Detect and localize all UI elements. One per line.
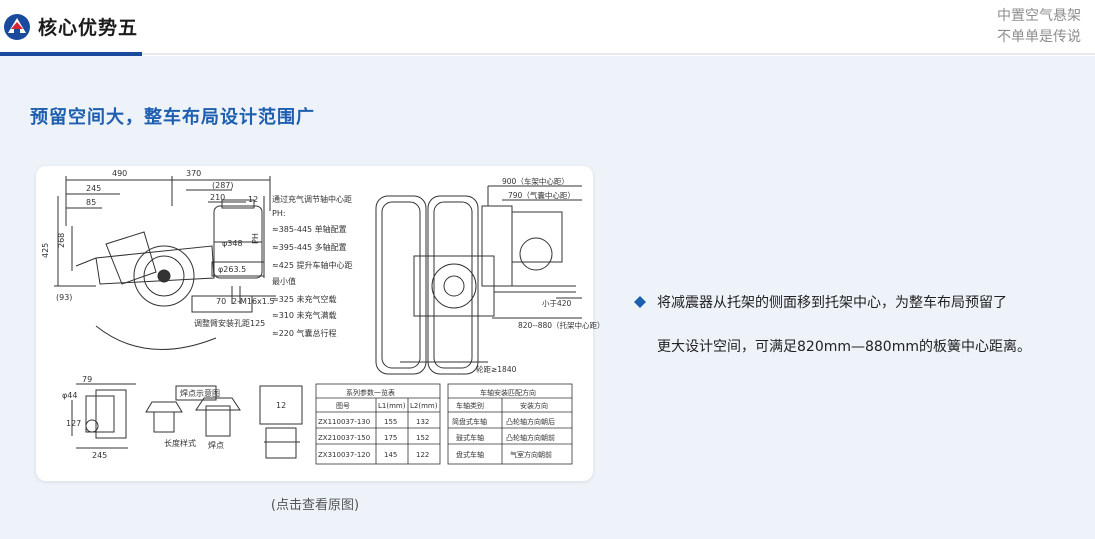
svg-text:370: 370 [186,169,201,178]
svg-text:φ348: φ348 [222,239,243,248]
param-table-title: 系列参数一览表 [346,388,395,397]
svg-text:245: 245 [86,184,101,193]
technical-drawing[interactable]: 490 370 245 85 (287) 210 12 425 268 (93)… [36,166,605,481]
svg-text:调整臂安装孔距125: 调整臂安装孔距125 [194,318,265,328]
svg-text:85: 85 [86,198,96,207]
param-cell: 175 [384,434,397,442]
svg-text:φ263.5: φ263.5 [218,265,246,274]
tagline-line-2: 不单单是传说 [997,29,1081,45]
param-cell: ZX210037-150 [318,434,370,442]
svg-text:PH: PH [251,233,260,244]
svg-text:210: 210 [210,193,225,202]
brand-logo-icon [4,14,30,40]
svg-text:12: 12 [276,401,286,410]
figure-card[interactable]: 490 370 245 85 (287) 210 12 425 268 (93)… [36,166,605,481]
svg-text:焊点示意图: 焊点示意图 [180,388,220,398]
param-cell: 152 [416,434,429,442]
tagline-line-1: 中置空气悬架 [997,8,1081,24]
svg-text:≈310 未充气满载: ≈310 未充气满载 [272,310,337,320]
page-header: 核心优势五 中置空气悬架 不单单是传说 [0,0,1095,56]
axle-cell: 凸轮轴方向朝前 [506,433,555,442]
svg-text:轮距≥1840: 轮距≥1840 [476,364,517,374]
svg-text:小于420: 小于420 [542,299,572,308]
axle-header-1: 安装方向 [520,401,548,410]
param-cell: ZX310037-120 [318,451,370,459]
svg-text:最小值: 最小值 [272,276,296,286]
param-cell: 132 [416,418,429,426]
svg-text:425: 425 [41,243,50,258]
description-line-2: 更大设计空间，可满足820mm—880mm的板簧中心距离。 [657,339,1031,355]
param-header-0: 图号 [336,402,350,410]
svg-text:490: 490 [112,169,127,178]
page-title: 核心优势五 [38,17,139,39]
svg-text:φ44: φ44 [62,391,77,400]
header-tagline: 中置空气悬架 不单单是传说 [997,6,1081,48]
view-original-link[interactable]: (点击查看原图) [270,498,360,513]
param-cell: ZX110037-130 [318,418,370,426]
svg-text:PH:: PH: [272,209,286,218]
svg-text:245: 245 [92,451,107,460]
header-accent-bar [0,52,142,56]
svg-text:79: 79 [82,375,92,384]
svg-text:(93): (93) [56,293,72,302]
param-cell: 145 [384,451,397,459]
svg-text:12: 12 [248,195,258,204]
svg-text:≈425 提升车轴中心距: ≈425 提升车轴中心距 [272,260,353,270]
svg-text:900（车架中心距）: 900（车架中心距） [502,176,569,186]
svg-text:通过充气调节轴中心距: 通过充气调节轴中心距 [272,194,352,204]
svg-text:70: 70 [216,297,226,306]
svg-text:焊点: 焊点 [208,440,224,450]
axle-cell: 盘式车轴 [456,450,484,459]
param-cell: 122 [416,451,429,459]
svg-text:≈395-445 多轴配置: ≈395-445 多轴配置 [272,242,347,252]
svg-text:268: 268 [57,233,66,248]
section-subtitle: 预留空间大，整车布局设计范围广 [30,107,315,128]
header-divider [0,53,1095,55]
axle-table-title: 车轴安装匹配方向 [480,388,536,397]
axle-cell: 气室方向朝前 [510,450,552,459]
param-cell: 155 [384,418,397,426]
axle-cell: 凸轮轴方向朝后 [506,417,555,426]
svg-text:2-M16x1.5: 2-M16x1.5 [232,297,275,306]
param-header-1: L1(mm) [378,402,406,410]
param-header-2: L2(mm) [410,402,438,410]
description-line-1: 将减震器从托架的侧面移到托架中心，为整车布局预留了 [657,295,1007,311]
svg-text:≈325 未充气空载: ≈325 未充气空载 [272,294,337,304]
axle-cell: 鼓式车轴 [456,433,484,442]
svg-text:127: 127 [66,419,81,428]
diamond-bullet-icon [634,296,646,308]
svg-text:820--880（托架中心距）: 820--880（托架中心距） [518,320,605,330]
svg-text:长度样式: 长度样式 [164,438,196,448]
axle-cell: 简盘式车轴 [452,417,487,426]
svg-text:≈385-445 单轴配置: ≈385-445 单轴配置 [272,224,347,234]
svg-text:790（气囊中心距）: 790（气囊中心距） [508,190,575,200]
svg-text:≈220 气囊总行程: ≈220 气囊总行程 [272,328,337,338]
axle-header-0: 车轴类别 [456,401,484,410]
svg-text:(287): (287) [212,181,234,190]
